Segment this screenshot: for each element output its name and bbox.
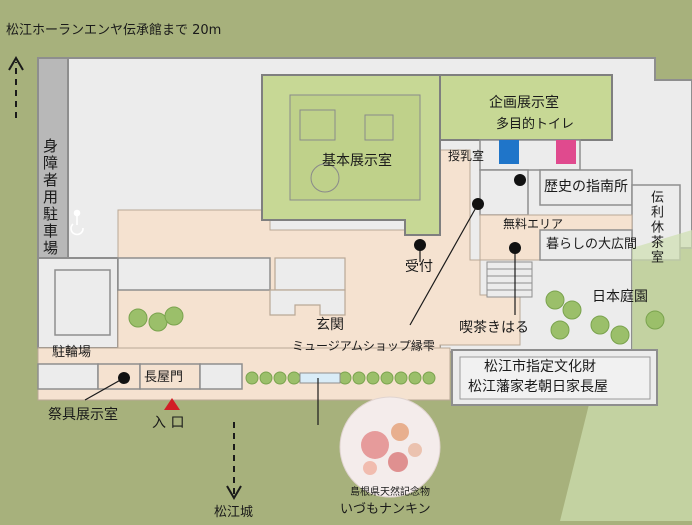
entrance-hall-block (274, 257, 346, 291)
heritage-label-line1: 松江市指定文化財 (484, 359, 596, 375)
leader-lines (84, 203, 516, 425)
location-dots (118, 174, 526, 384)
great-hall-label: 暮らしの大広間 (546, 237, 638, 252)
bike-parking-block (37, 363, 99, 390)
exhibit-case-2 (364, 114, 394, 141)
plant-label-line1: 島根県天然記念物 (350, 487, 430, 498)
female-restroom-icon (556, 140, 576, 164)
japanese-garden-label: 日本庭園 (592, 289, 648, 305)
disabled-parking-label: 身障者用駐車場 (41, 138, 59, 257)
entrance-marker-icon (164, 398, 180, 410)
left-annex-room (54, 269, 111, 336)
heritage-longhouse-inner (459, 356, 651, 400)
entrance-hall-label: 玄関 (316, 317, 344, 333)
main-exhibit-inner (289, 94, 421, 201)
north-arrow-icon (8, 56, 24, 118)
gate-side-block (199, 363, 243, 390)
hedge-row (128, 290, 665, 385)
exhibit-case-3 (310, 163, 340, 193)
multipurpose-toilet-label: 多目的トイレ (496, 117, 575, 132)
heritage-label-line2: 松江藩家老朝日家長屋 (468, 379, 608, 395)
main-exhibit-label: 基本展示室 (322, 153, 392, 169)
festival-room-label: 祭具展示室 (48, 407, 118, 423)
museum-shop-label: ミュージアムショップ縁雫 (292, 339, 435, 353)
special-exhibit-label: 企画展示室 (489, 95, 559, 111)
nagayamon-block (139, 363, 201, 390)
plant-photo-circle (339, 396, 441, 498)
history-room-label: 歴史の指南所 (544, 179, 628, 195)
stairs-icon (486, 261, 533, 298)
genkan-shape (269, 289, 346, 316)
plant-label-line2: いづもナンキン (340, 502, 431, 517)
special-exhibit-room (439, 74, 613, 141)
nagayamon-label: 長屋門 (144, 370, 184, 385)
storage-block (117, 257, 271, 291)
free-area-label: 無料エリア (503, 217, 564, 231)
wheelchair-icon (70, 209, 84, 236)
nursing-room-label: 授乳室 (448, 149, 485, 163)
great-hall (539, 229, 633, 261)
exhibit-case-1 (299, 109, 336, 141)
south-arrow-icon (226, 422, 242, 500)
male-restroom-icon (499, 140, 519, 164)
entrance-label: 入 口 (152, 415, 185, 431)
pond-icon (299, 372, 341, 384)
history-room (539, 169, 633, 206)
matsue-castle-label: 松江城 (214, 505, 254, 520)
bike-parking-label: 駐輪場 (52, 345, 92, 360)
tea-room-label: 伝利休茶室 (648, 190, 663, 265)
top-direction-label: 松江ホーランエンヤ伝承館まで 20m (6, 23, 222, 38)
cafe-label: 喫茶きはる (459, 320, 529, 336)
reception-label: 受付 (405, 259, 433, 275)
